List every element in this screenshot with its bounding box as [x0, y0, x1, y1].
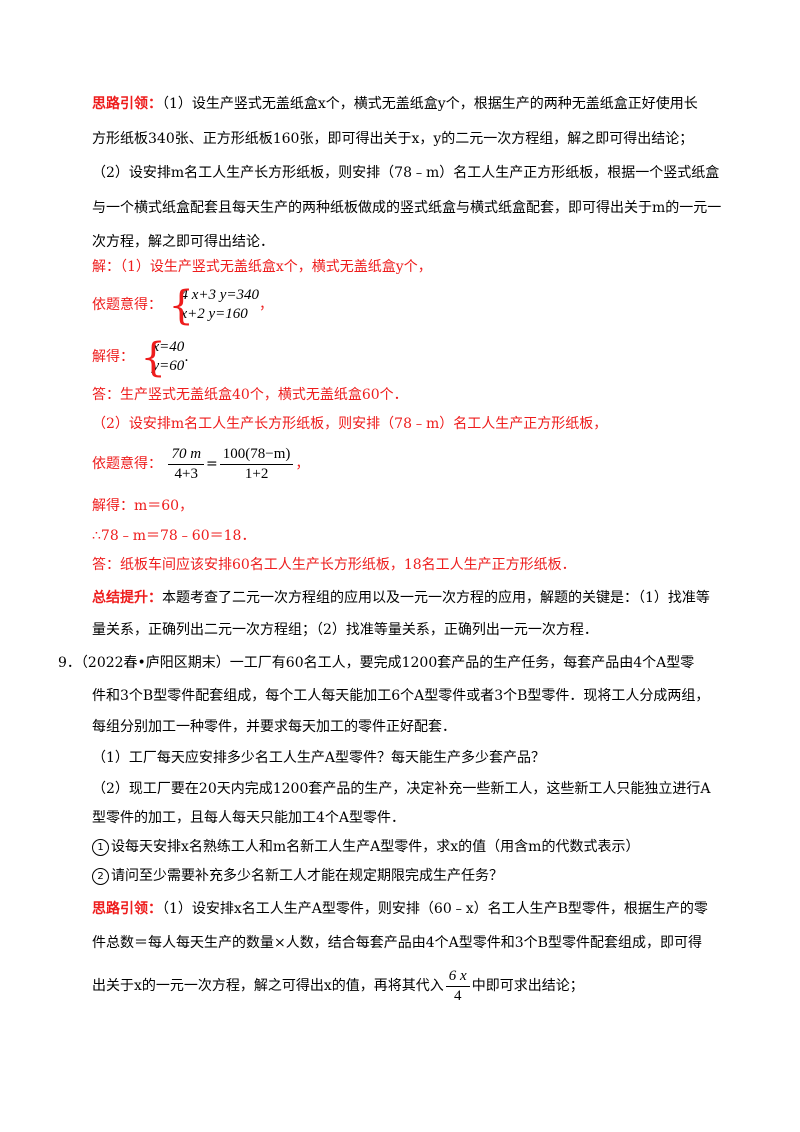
comma: ， — [259, 297, 274, 313]
analysis-label: 思路引领： — [92, 901, 162, 917]
summary-line-2: 量关系，正确列出二元一次方程组；（2）找准等量关系，正确列出一元一次方程． — [92, 622, 598, 638]
analysis-2-line-1: 思路引领：（1）设安排x名工人生产A型零件，则安排（60﹣x）名工人生产B型零件… — [92, 899, 708, 919]
fraction-denominator: 1+2 — [244, 465, 269, 482]
circled-number: 1 — [92, 839, 109, 856]
linear-system: { 4 x+3 y=340 x+2 y=160 — [168, 284, 260, 328]
fraction-numerator: 100(78−m) — [219, 445, 294, 465]
fraction: 100(78−m) 1+2 — [219, 445, 294, 484]
analysis-1-line-3: （2）设安排m名工人生产长方形纸板，则安排（78﹣m）名工人生产正方形纸板，根据… — [92, 165, 720, 181]
analysis-text: （1）设生产竖式无盖纸盒x个，横式无盖纸盒y个，根据生产的两种无盖纸盒正好使用长 — [162, 96, 698, 112]
summary-text: 本题考查了二元一次方程组的应用以及一元一次方程的应用，解题的关键是：（1）找准等 — [162, 590, 710, 606]
problem-9-line-1: 9．（2022春•庐阳区期末）一工厂有60名工人，要完成1200套产品的生产任务… — [58, 653, 694, 673]
answer-1: 答：生产竖式无盖纸盒40个，横式无盖纸盒60个． — [92, 387, 408, 403]
solution-line-3: 解得：m＝60， — [92, 498, 194, 514]
equation-system-1: 依题意得： { 4 x+3 y=340 x+2 y=160 ， — [92, 283, 274, 328]
solution-line-4: ∴78﹣m＝78﹣60＝18． — [92, 528, 256, 544]
period: . — [184, 349, 189, 365]
fraction: 6 x 4 — [445, 967, 470, 1006]
solution-system: { x=40 y=60 — [140, 336, 185, 380]
solution-label: 解得： — [92, 349, 134, 365]
problem-number: 9． — [58, 655, 81, 671]
fraction-numerator: 6 x — [445, 967, 470, 987]
equation-row: y=60 — [152, 358, 185, 374]
sub-question-text: 请问至少需要补充多少名新工人才能在规定期限完成生产任务？ — [111, 868, 503, 884]
analysis-label: 思路引领： — [92, 96, 162, 112]
fraction: 70 m 4+3 — [168, 445, 205, 484]
sub-question-text: 设每天安排x名熟练工人和m名新工人生产A型零件，求x的值（用含m的代数式表示） — [111, 839, 640, 855]
summary-label: 总结提升： — [92, 590, 162, 606]
summary-line-1: 总结提升：本题考查了二元一次方程组的应用以及一元一次方程的应用，解题的关键是：（… — [92, 588, 710, 608]
fraction-denominator: 4+3 — [174, 465, 198, 482]
equation-row: x=40 — [152, 339, 185, 355]
analysis-1-line-2: 方形纸板340张、正方形纸板160张，即可得出关于x，y的二元一次方程组，解之即… — [92, 131, 694, 147]
equation-label: 依题意得： — [92, 456, 162, 472]
fraction-numerator: 70 m — [168, 445, 205, 465]
comma: ， — [295, 456, 310, 472]
analysis-2-line-2: 件总数＝每人每天生产的数量×人数，结合每套产品由4个A型零件和3个B型零件配套组… — [92, 935, 702, 951]
equals-sign: = — [206, 456, 218, 472]
analysis-2-line-3: 出关于x的一元一次方程，解之可得出x的值，再将其代入 6 x 4 中即可求出结论… — [92, 964, 584, 1008]
fraction-equation: 依题意得： 70 m 4+3 = 100(78−m) 1+2 ， — [92, 442, 309, 486]
problem-9-line-2: 件和3个B型零件配套组成，每个工人每天能加工6个A型零件或者3个B型零件．现将工… — [92, 688, 710, 704]
analysis-1-line-1: 思路引领：（1）设生产竖式无盖纸盒x个，横式无盖纸盒y个，根据生产的两种无盖纸盒… — [92, 94, 698, 114]
analysis-text: 中即可求出结论； — [471, 978, 584, 994]
equation-row: x+2 y=160 — [180, 306, 248, 322]
question-2-line-1: （2）现工厂要在20天内完成1200套产品的生产，决定补充一些新工人，这些新工人… — [92, 781, 711, 797]
problem-9-line-3: 每组分别加工一种零件，并要求每天加工的零件正好配套． — [92, 719, 456, 735]
question-2-line-2: 型零件的加工，且每人每天只能加工4个A型零件． — [92, 810, 406, 826]
brace: { — [140, 335, 166, 381]
analysis-1-line-5: 次方程，解之即可得出结论． — [92, 234, 274, 250]
analysis-text: 出关于x的一元一次方程，解之可得出x的值，再将其代入 — [92, 978, 444, 994]
solution-line-2: （2）设安排m名工人生产长方形纸板，则安排（78﹣m）名工人生产正方形纸板， — [92, 416, 608, 432]
problem-text: （2022春•庐阳区期末）一工厂有60名工人，要完成1200套产品的生产任务，每… — [80, 655, 695, 671]
analysis-text: （1）设安排x名工人生产A型零件，则安排（60﹣x）名工人生产B型零件，根据生产… — [162, 901, 708, 917]
question-1: （1）工厂每天应安排多少名工人生产A型零件？每天能生产多少套产品？ — [92, 750, 546, 766]
brace: { — [168, 283, 194, 329]
solution-line-1: 解：（1）设生产竖式无盖纸盒x个，横式无盖纸盒y个， — [92, 259, 432, 275]
answer-2: 答：纸板车间应该安排60名工人生产长方形纸板，18名工人生产正方形纸板． — [92, 557, 576, 573]
equation-label: 依题意得： — [92, 297, 162, 313]
fraction-denominator: 4 — [454, 987, 462, 1004]
equation-system-2: 解得： { x=40 y=60 . — [92, 335, 189, 380]
analysis-1-line-4: 与一个横式纸盒配套且每天生产的两种纸板做成的竖式纸盒与横式纸盒配套，即可得出关于… — [92, 200, 722, 216]
equation-row: 4 x+3 y=340 — [180, 287, 260, 303]
circled-number: 2 — [92, 868, 109, 885]
